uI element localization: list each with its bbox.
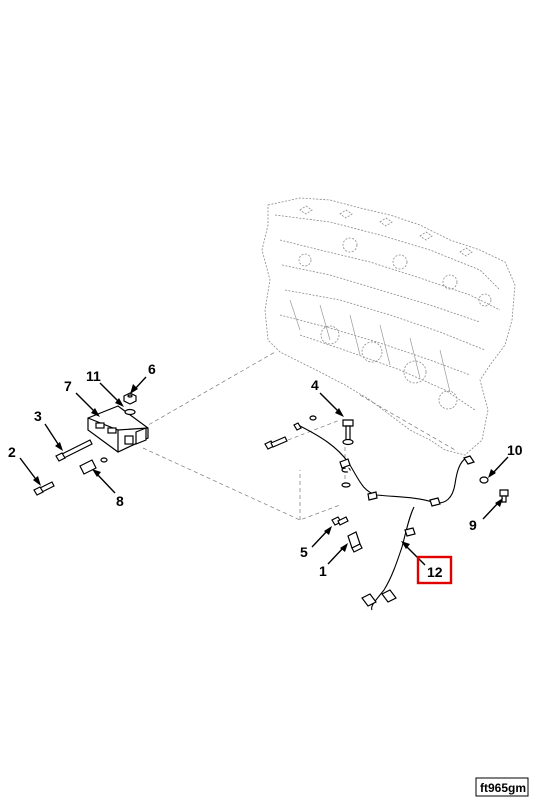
callout-12[interactable]: 12 [427,564,443,580]
washer-part-11 [124,408,136,416]
figure-code-label: ft965gm [475,777,529,797]
callout-3[interactable]: 3 [34,408,42,424]
reference-lines [142,351,456,521]
callout-7[interactable]: 7 [64,378,72,394]
callout-10[interactable]: 10 [507,442,523,458]
leader-lines [19,376,509,566]
callout-1[interactable]: 1 [319,563,327,579]
fitting-part-8 [79,457,108,475]
nut-part-6 [123,392,137,405]
callout-11[interactable]: 11 [86,368,101,384]
bolt-part-2 [33,481,55,496]
callout-5[interactable]: 5 [300,544,308,560]
washer-part-10 [479,476,489,484]
callout-4[interactable]: 4 [311,377,319,393]
callout-9[interactable]: 9 [469,517,477,533]
callout-numbers: 1 2 3 4 5 6 7 8 9 10 11 12 [8,361,523,585]
bolt-part-5 [331,516,349,526]
figure-code: ft965gm [480,781,526,795]
module-part-7 [87,405,149,453]
callout-8[interactable]: 8 [116,493,124,509]
callout-6[interactable]: 6 [148,361,156,377]
bolt-harness-left [264,415,317,450]
engine-block [261,197,516,456]
callout-2[interactable]: 2 [8,444,16,460]
wiring-harness-part-12 [293,422,475,611]
highlight-box-12 [416,555,453,585]
bolt-part-9 [499,489,509,503]
bolt-part-3 [55,439,93,462]
bracket-part-1 [347,531,363,553]
